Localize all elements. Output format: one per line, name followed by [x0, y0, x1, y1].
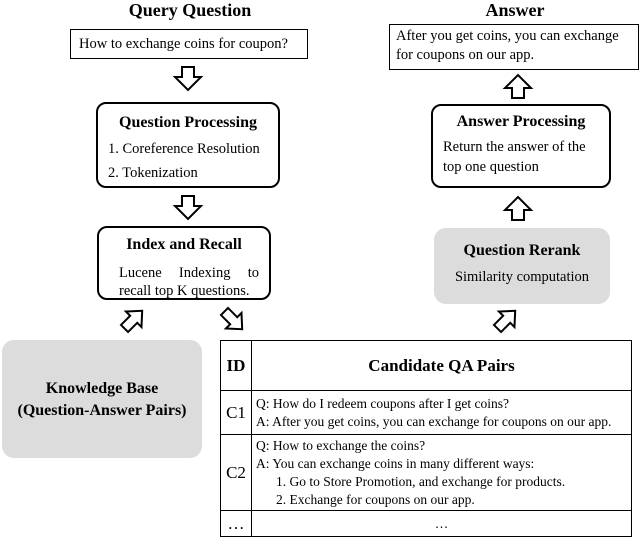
question-rerank-text: Similarity computation: [454, 269, 590, 285]
candidate-qa-header: Candidate QA Pairs: [251, 340, 632, 391]
answer-line: A: After you get coins, you can exchange…: [256, 413, 612, 429]
answer-line: A: You can exchange coins in many differ…: [256, 455, 535, 471]
row-content: Q: How do I redeem coupons after I get c…: [251, 390, 632, 435]
answer-processing-box: Answer Processing Return the answer of t…: [431, 104, 611, 188]
answer-line-1: After you get coins, you can exchange: [396, 28, 619, 44]
answer-subitem: 1. Go to Store Promotion, and exchange f…: [276, 473, 566, 489]
question-processing-step-2: 2. Tokenization: [108, 165, 198, 181]
knowledge-base-box: Knowledge Base (Question-Answer Pairs): [2, 340, 202, 458]
candidate-qa-table: ID Candidate QA Pairs C1 Q: How do I red…: [220, 340, 632, 537]
arrow-up-right-icon: [119, 309, 144, 334]
arrow-up-right-icon: [492, 309, 517, 334]
query-question-box: How to exchange coins for coupon?: [70, 29, 308, 59]
arrow-down-icon: [172, 195, 204, 221]
row-id: C1: [220, 390, 252, 435]
row-content: Q: How to exchange the coins? A: You can…: [251, 434, 632, 511]
question-processing-box: Question Processing 1. Coreference Resol…: [96, 102, 280, 188]
arrow-up-icon: [502, 195, 534, 221]
row-content: …: [251, 510, 632, 537]
answer-line-2: for coupons on our app.: [396, 47, 535, 63]
table-header-row: ID Candidate QA Pairs: [220, 340, 632, 391]
table-row: … …: [220, 510, 632, 537]
query-question-text: How to exchange coins for coupon?: [79, 36, 288, 52]
index-recall-title: Index and Recall: [126, 236, 242, 253]
row-id: …: [220, 510, 252, 537]
index-recall-line-1: Lucene Indexing to: [119, 265, 259, 281]
knowledge-base-line-1: Knowledge Base: [45, 380, 159, 397]
answer-box: After you get coins, you can exchange fo…: [389, 24, 639, 70]
table-row: C2 Q: How to exchange the coins? A: You …: [220, 434, 632, 511]
arrow-down-icon: [172, 66, 204, 92]
question-processing-title: Question Processing: [119, 114, 257, 131]
question-line: Q: How to exchange the coins?: [256, 437, 426, 453]
row-id: C2: [220, 434, 252, 511]
arrow-down-right-icon: [219, 306, 244, 331]
question-line: Q: How do I redeem coupons after I get c…: [256, 395, 510, 411]
table-row: C1 Q: How do I redeem coupons after I ge…: [220, 390, 632, 435]
answer-title: Answer: [485, 0, 545, 20]
index-recall-box: Index and Recall Lucene Indexing to reca…: [97, 226, 271, 300]
answer-subitem: 2. Exchange for coupons on our app.: [276, 491, 475, 507]
question-rerank-box: Question Rerank Similarity computation: [434, 228, 610, 304]
index-recall-line-2: recall top K questions.: [119, 283, 250, 299]
knowledge-base-line-2: (Question-Answer Pairs): [17, 402, 187, 419]
answer-processing-line-2: top one question: [443, 159, 539, 175]
answer-processing-line-1: Return the answer of the: [443, 139, 586, 155]
question-rerank-title: Question Rerank: [463, 242, 581, 259]
answer-processing-title: Answer Processing: [456, 113, 586, 130]
id-column-header: ID: [220, 340, 252, 391]
question-processing-step-1: 1. Coreference Resolution: [108, 141, 260, 157]
arrow-up-icon: [502, 73, 534, 99]
query-question-title: Query Question: [128, 0, 252, 20]
